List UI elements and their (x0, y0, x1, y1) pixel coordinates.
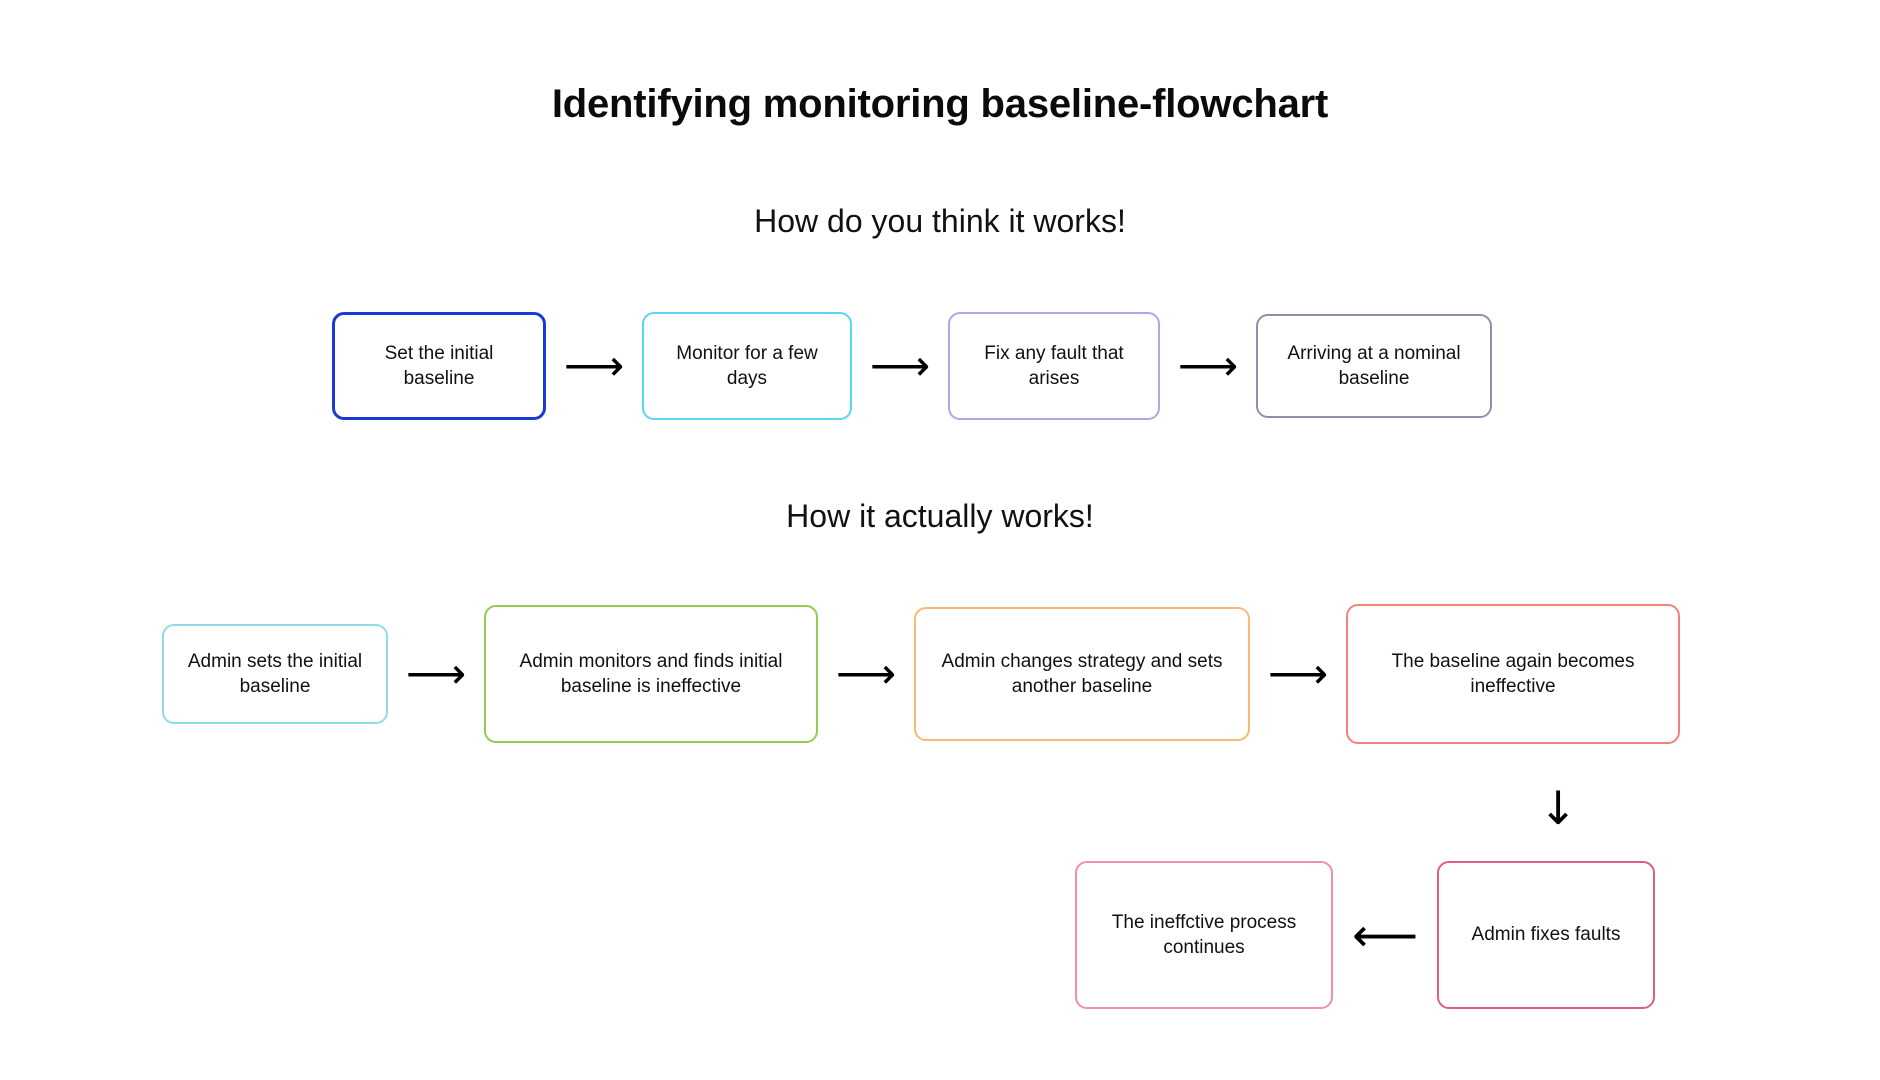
section-heading-expected: How do you think it works! (754, 203, 1126, 239)
arrow-right-icon: ⟶ (405, 649, 467, 698)
flow-row-actual: Admin sets the initial baseline ⟶ Admin … (162, 600, 1730, 748)
arrow-right-icon: ⟶ (1267, 649, 1329, 698)
section-heading-actual: How it actually works! (786, 498, 1094, 534)
page-title: Identifying monitoring baseline-flowchar… (551, 82, 1329, 126)
arrow-left-icon: ⟵ (1352, 908, 1418, 962)
node-admin-fixes-faults[interactable]: Admin fixes faults (1437, 861, 1655, 1009)
node-admin-monitors-finds-ineffective[interactable]: Admin monitors and finds initial baselin… (484, 605, 818, 743)
arrow-down-icon: ↓ (1538, 781, 1578, 835)
node-baseline-again-ineffective[interactable]: The baseline again becomes ineffective (1346, 604, 1680, 744)
node-arriving-nominal-baseline[interactable]: Arriving at a nominal baseline (1256, 314, 1492, 418)
arrow-right-icon: ⟶ (835, 649, 897, 698)
flow-row-expected: Set the initial baseline ⟶ Monitor for a… (332, 310, 1596, 422)
node-admin-sets-initial-baseline[interactable]: Admin sets the initial baseline (162, 624, 388, 724)
flow-row-loop: The ineffctive process continues ⟵ Admin… (1075, 860, 1675, 1010)
arrow-right-icon: ⟶ (563, 341, 625, 390)
arrow-right-icon: ⟶ (869, 341, 931, 390)
node-admin-changes-strategy[interactable]: Admin changes strategy and sets another … (914, 607, 1250, 741)
node-monitor-few-days[interactable]: Monitor for a few days (642, 312, 852, 420)
arrow-right-icon: ⟶ (1177, 341, 1239, 390)
node-fix-any-fault[interactable]: Fix any fault that arises (948, 312, 1160, 420)
node-set-initial-baseline[interactable]: Set the initial baseline (332, 312, 546, 420)
node-ineffective-process-continues[interactable]: The ineffctive process continues (1075, 861, 1333, 1009)
